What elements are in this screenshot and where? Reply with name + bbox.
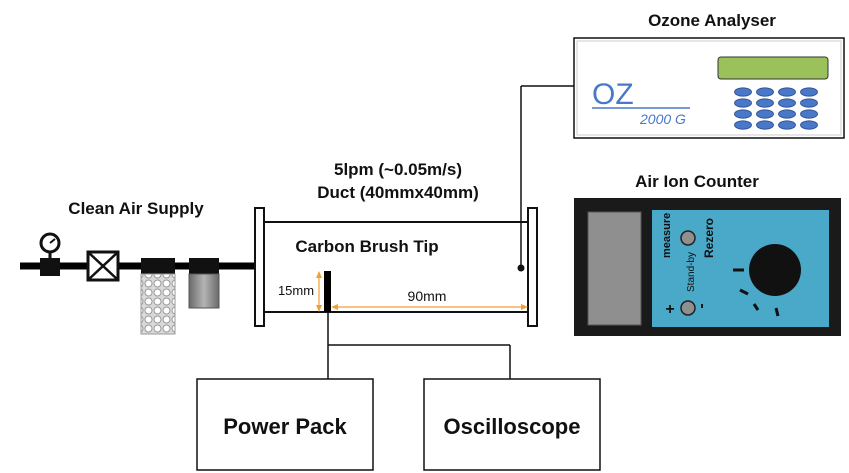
flow-rate-label: 5lpm (~0.05m/s) [334,160,462,179]
keypad-key [734,109,752,119]
keypad-key [734,98,752,108]
distance-dimension-label: 90mm [408,288,447,304]
ozone-keypad [734,87,818,130]
ozone-model: 2000 G [639,111,686,127]
carbon-brush [324,271,331,312]
rezero-knob [749,244,801,296]
keypad-key [800,109,818,119]
particle-filter-icon [140,258,176,335]
ozone-logo: OZ [592,78,634,111]
keypad-key [800,87,818,97]
pressure-gauge [39,232,61,276]
keypad-key [756,98,774,108]
keypad-key [778,98,796,108]
keypad-key [756,120,774,130]
keypad-key [778,120,796,130]
ozone-analyser-device [573,37,845,139]
keypad-key [778,109,796,119]
ozone-display [717,56,829,80]
valve-icon [86,250,120,282]
distance-dimension [331,304,528,310]
duct-size-label: Duct (40mmx40mm) [317,183,479,202]
keypad-key [756,87,774,97]
standby-label: Stand-by [686,252,697,292]
plus-label: + [665,301,674,318]
keypad-key [756,109,774,119]
height-dimension-label: 15mm [278,283,314,298]
air-ion-counter-label: Air Ion Counter [635,172,759,191]
ozone-analyser-label: Ozone Analyser [648,11,776,30]
carbon-brush-tip-label: Carbon Brush Tip [295,237,438,256]
polarity-switch [680,300,696,316]
oscilloscope-box [423,378,601,471]
power-pack-label: Power Pack [223,414,347,439]
keypad-key [778,87,796,97]
clean-air-supply-label: Clean Air Supply [68,199,204,218]
oscilloscope-label: Oscilloscope [444,414,581,439]
rezero-label: Rezero [702,218,716,258]
keypad-key [800,120,818,130]
keypad-key [800,98,818,108]
ion-display [587,211,642,326]
measure-label: measure [661,213,673,258]
measure-switch [680,230,696,246]
electrical-wires [327,312,511,379]
duct [254,207,538,327]
carbon-filter-icon [188,258,220,309]
keypad-key [734,120,752,130]
power-pack-box [196,378,374,471]
height-dimension [316,271,322,312]
minus-label: - [693,303,710,308]
air-ion-counter-device [574,198,841,336]
keypad-key [734,87,752,97]
